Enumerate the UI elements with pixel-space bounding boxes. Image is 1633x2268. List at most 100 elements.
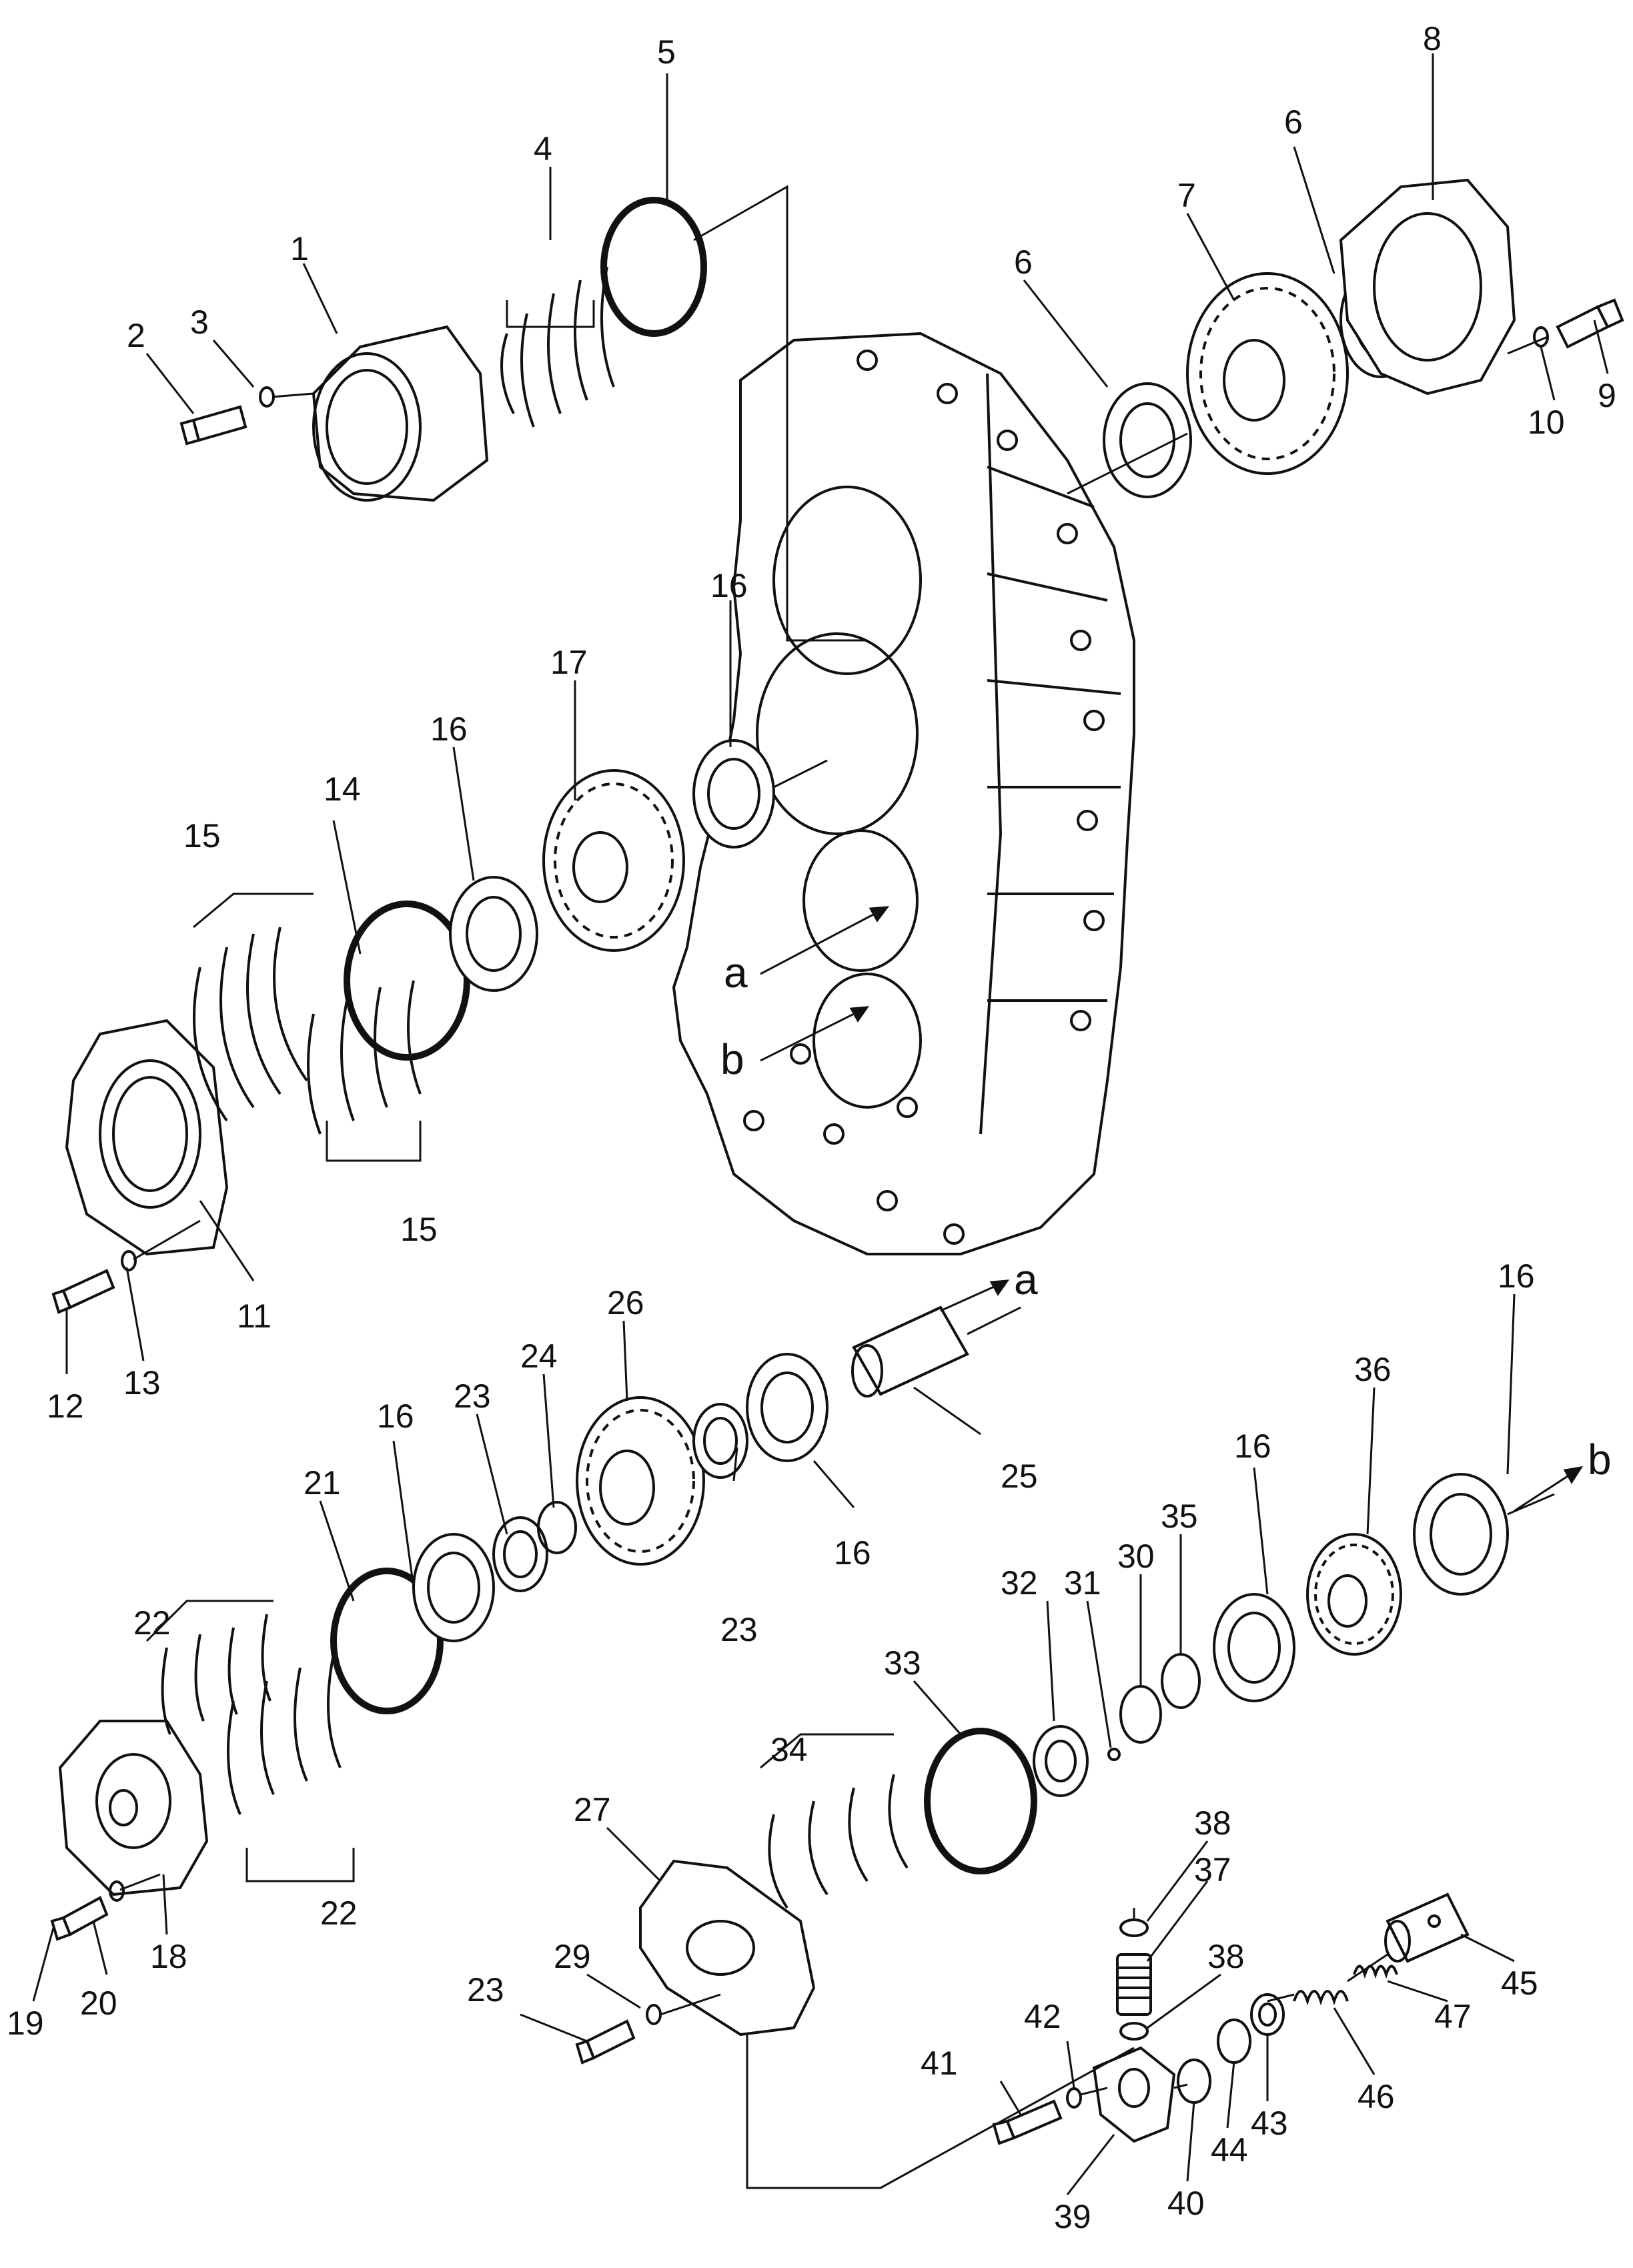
leader-lines	[32, 53, 1609, 2195]
ring-24	[537, 1501, 577, 1554]
shims-22a	[161, 1614, 271, 1735]
callout-29: 29	[554, 1938, 591, 1975]
o-ring-21	[330, 1568, 444, 1714]
bolt-19	[50, 1896, 109, 1941]
callout-42: 42	[1024, 1998, 1061, 2035]
o-ring-38b	[1119, 2022, 1149, 2041]
shims-4	[500, 266, 615, 428]
callout-24: 24	[520, 1337, 558, 1375]
bolt-12	[51, 1269, 115, 1314]
gear-36	[1306, 1533, 1402, 1656]
callout-22a: 22	[133, 1604, 171, 1642]
callout-31: 31	[1064, 1564, 1101, 1602]
bearing-16d	[746, 1353, 829, 1462]
callout-43: 43	[1251, 2105, 1288, 2142]
spring-47	[1353, 1964, 1398, 1979]
callout-16d: 16	[834, 1534, 871, 1572]
o-ring-5	[600, 197, 707, 337]
callout-23c: 23	[467, 1971, 504, 2009]
valve-body-39	[1092, 2046, 1176, 2143]
callout-17: 17	[550, 644, 588, 681]
transmission-case	[672, 332, 1135, 1255]
callout-8: 8	[1423, 20, 1442, 57]
washer-3	[259, 386, 275, 408]
ref-a-upper: a	[724, 949, 748, 997]
callout-12: 12	[47, 1387, 84, 1425]
ring-40	[1177, 2059, 1211, 2104]
shims-15a	[193, 927, 308, 1122]
o-ring-14	[344, 901, 470, 1061]
cage-8	[1339, 178, 1516, 396]
callout-30: 30	[1117, 1538, 1155, 1575]
bolt-9	[1556, 298, 1624, 349]
callout-16a: 16	[710, 567, 748, 604]
snap-ring-35	[1161, 1653, 1201, 1709]
collar-32	[1033, 1725, 1089, 1797]
callout-35: 35	[1161, 1498, 1198, 1535]
callout-23b: 23	[720, 1611, 758, 1648]
callout-16b: 16	[430, 710, 468, 748]
callout-32: 32	[1001, 1564, 1038, 1602]
callout-36: 36	[1354, 1351, 1392, 1388]
callout-14: 14	[324, 770, 361, 808]
callout-16c: 16	[377, 1397, 414, 1435]
ring-44	[1217, 2019, 1251, 2064]
callout-41: 41	[921, 2045, 958, 2082]
callout-37: 37	[1194, 1851, 1231, 1888]
callout-47: 47	[1434, 1998, 1472, 2035]
bearing-23a	[492, 1516, 548, 1592]
cover-11	[65, 1019, 229, 1256]
ref-b-upper: b	[720, 1035, 744, 1083]
callout-15a: 15	[183, 817, 221, 855]
callout-39: 39	[1054, 2198, 1091, 2235]
callout-25: 25	[1001, 1458, 1038, 1495]
shims-34	[768, 1774, 909, 1909]
pin-31	[1107, 1748, 1121, 1761]
callout-33: 33	[884, 1644, 921, 1682]
callout-40: 40	[1167, 2185, 1205, 2222]
callout-15b: 15	[400, 1211, 438, 1248]
callout-10: 10	[1528, 404, 1565, 441]
cover-18	[58, 1720, 209, 1896]
callout-22b: 22	[320, 1894, 358, 1932]
bearing-23b	[692, 1403, 748, 1479]
callout-1: 1	[290, 230, 309, 267]
bolt-2	[179, 405, 247, 446]
callout-23a: 23	[454, 1377, 491, 1415]
o-ring-38a	[1119, 1918, 1149, 1937]
callout-38a: 38	[1194, 1804, 1231, 1842]
plug-37	[1116, 1953, 1152, 2016]
shims-22b	[227, 1654, 342, 1815]
gear-17	[542, 769, 685, 952]
bearing-6a	[1103, 382, 1192, 498]
callout-18: 18	[150, 1938, 187, 1975]
callout-20: 20	[80, 1985, 117, 2022]
callout-labels: 1 2 3 4 5 6 6 7 8 9 10 11 12 13 14 15 15…	[7, 20, 1616, 2235]
callout-27: 27	[574, 1791, 611, 1828]
callout-7: 7	[1177, 177, 1196, 214]
bolt-23c	[575, 2019, 636, 2065]
ref-b-lower: b	[1588, 1436, 1612, 1484]
callout-19: 19	[7, 2005, 44, 2042]
callout-38b: 38	[1207, 1938, 1245, 1975]
cage-1	[312, 325, 489, 502]
ref-a-lower: a	[1014, 1255, 1038, 1303]
callout-13: 13	[123, 1364, 161, 1401]
callout-34: 34	[770, 1731, 808, 1768]
shims-15b	[307, 980, 422, 1135]
callout-5: 5	[657, 33, 676, 71]
spool-45	[1384, 1892, 1470, 1963]
callout-46: 46	[1357, 2078, 1395, 2115]
callout-6a: 6	[1014, 243, 1033, 281]
ref-arrows	[760, 906, 1584, 1512]
callout-44: 44	[1211, 2131, 1248, 2169]
bearing-16c	[412, 1533, 495, 1642]
callout-26: 26	[607, 1284, 644, 1321]
bolt-41	[992, 2099, 1063, 2145]
callout-16e: 16	[1234, 1428, 1271, 1465]
housing-27	[639, 1859, 816, 2037]
bearing-16a	[449, 876, 538, 992]
callout-6b: 6	[1284, 103, 1303, 141]
o-ring-33	[924, 1728, 1037, 1874]
